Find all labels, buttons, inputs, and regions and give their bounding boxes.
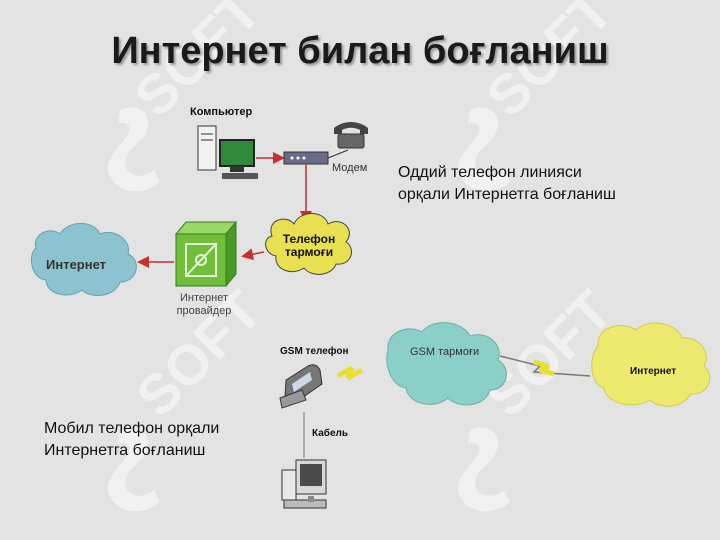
provider-label-line1: Интернет <box>180 292 228 304</box>
landline-caption-line1: Оддий телефон линияси <box>398 164 582 181</box>
mobile-internet-cloud <box>591 322 711 407</box>
computer-label: Компьютер <box>190 106 253 118</box>
phone-network-label-line2: тармоғи <box>284 245 334 259</box>
internet-label: Интернет <box>46 257 107 272</box>
mobile-computer-icon <box>281 459 327 509</box>
slide-title: Интернет билан боғланиш <box>111 30 609 72</box>
mobile-caption: Мобил телефон орқали Интернетга боғланиш <box>44 418 219 462</box>
gsm-network-cloud <box>386 322 507 406</box>
internet-cloud <box>30 223 137 297</box>
mobile-caption-line2: Интернетга боғланиш <box>44 442 206 459</box>
provider-label-line2: провайдер <box>176 305 232 317</box>
lightning-gsm-internet <box>499 355 591 377</box>
modem-icon <box>283 151 329 165</box>
phone-network-label-line1: Телефон <box>282 232 336 246</box>
landline-caption: Оддий телефон линияси орқали Интернетга … <box>398 162 616 206</box>
modem-phone-link <box>327 149 349 159</box>
gsm-phone-icon <box>279 364 323 409</box>
landline-caption-line2: орқали Интернетга боғланиш <box>398 186 616 203</box>
phone-network-cloud <box>265 213 352 275</box>
lightning-bolt-gsm-internet <box>533 359 555 377</box>
mobile-caption-line1: Мобил телефон орқали <box>44 420 220 437</box>
provider-box-icon <box>174 220 238 288</box>
gsm-network-label: GSM тармоғи <box>410 346 480 358</box>
telephone-icon <box>334 122 368 149</box>
mobile-internet-label: Интернет <box>630 366 677 377</box>
phone-network-label: Телефон тармоғи <box>274 233 344 259</box>
network-provider-link <box>241 248 265 261</box>
lightning-phone-gsm <box>336 365 364 381</box>
gsm-phone-label: GSM телефон <box>280 346 349 357</box>
cable-label: Кабель <box>312 428 349 439</box>
modem-label: Модем <box>332 162 368 174</box>
provider-label: Интернет провайдер <box>164 292 244 318</box>
computer-icon <box>197 125 258 179</box>
